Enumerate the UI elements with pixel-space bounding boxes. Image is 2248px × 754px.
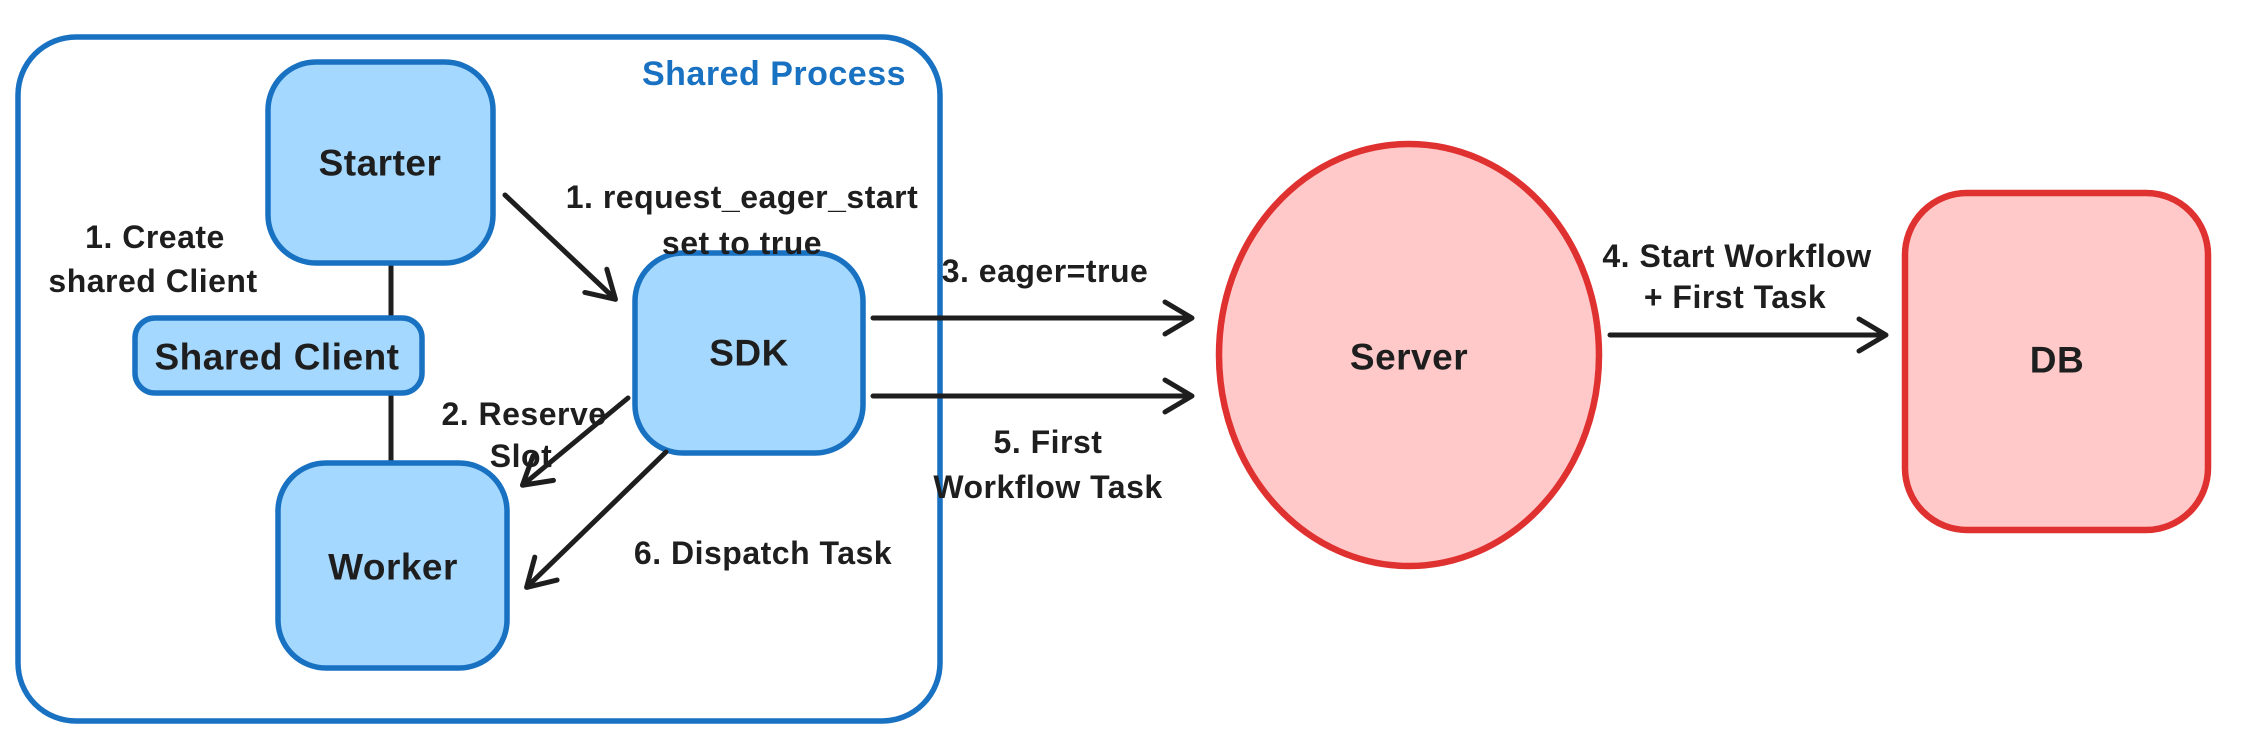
starter-label: Starter	[319, 143, 442, 184]
annotation-create-shared-client: 1. Create shared Client	[48, 219, 257, 299]
worker-label: Worker	[328, 547, 458, 588]
annotation-line: 4. Start Workflow	[1602, 238, 1871, 274]
shared-client-label: Shared Client	[155, 337, 400, 378]
starter-node	[265, 59, 496, 266]
annotation-line: set to true	[662, 225, 822, 261]
annotation-first-workflow-task: 5. First Workflow Task	[933, 424, 1162, 505]
server-label: Server	[1350, 337, 1468, 378]
annotation-line: Workflow Task	[933, 469, 1162, 505]
db-label: DB	[2030, 340, 2084, 381]
annotation-line: Slot	[490, 438, 552, 474]
annotation-eager-true: 3. eager=true	[942, 253, 1149, 289]
annotation-line: + First Task	[1644, 279, 1826, 315]
annotation-dispatch-task: 6. Dispatch Task	[634, 535, 892, 571]
annotation-reserve-slot: 2. Reserve Slot	[441, 396, 606, 474]
annotation-line: 2. Reserve	[441, 396, 606, 432]
shared-process-container	[15, 34, 943, 724]
arrow-sdk-to-worker-reserve	[519, 395, 631, 488]
annotation-line: 3. eager=true	[942, 253, 1149, 289]
annotation-line: shared Client	[48, 263, 257, 299]
sdk-label: SDK	[709, 333, 789, 374]
annotation-request-eager-start: 1. request_eager_start set to true	[566, 179, 919, 261]
annotation-line: 1. Create	[85, 219, 225, 255]
annotation-line: 1. request_eager_start	[566, 179, 919, 215]
annotation-start-workflow: 4. Start Workflow + First Task	[1602, 238, 1871, 315]
worker-node	[275, 460, 510, 671]
arrow-sdk-to-worker-dispatch	[524, 449, 669, 590]
shared-process-label: Shared Process	[642, 55, 906, 93]
annotation-line: 5. First	[994, 424, 1103, 460]
arrow-starter-to-sdk	[502, 192, 618, 302]
sdk-node	[632, 250, 866, 456]
server-node	[1215, 140, 1603, 570]
annotation-line: 6. Dispatch Task	[634, 535, 892, 571]
shared-client-node	[132, 315, 425, 396]
db-node	[1901, 189, 2212, 534]
